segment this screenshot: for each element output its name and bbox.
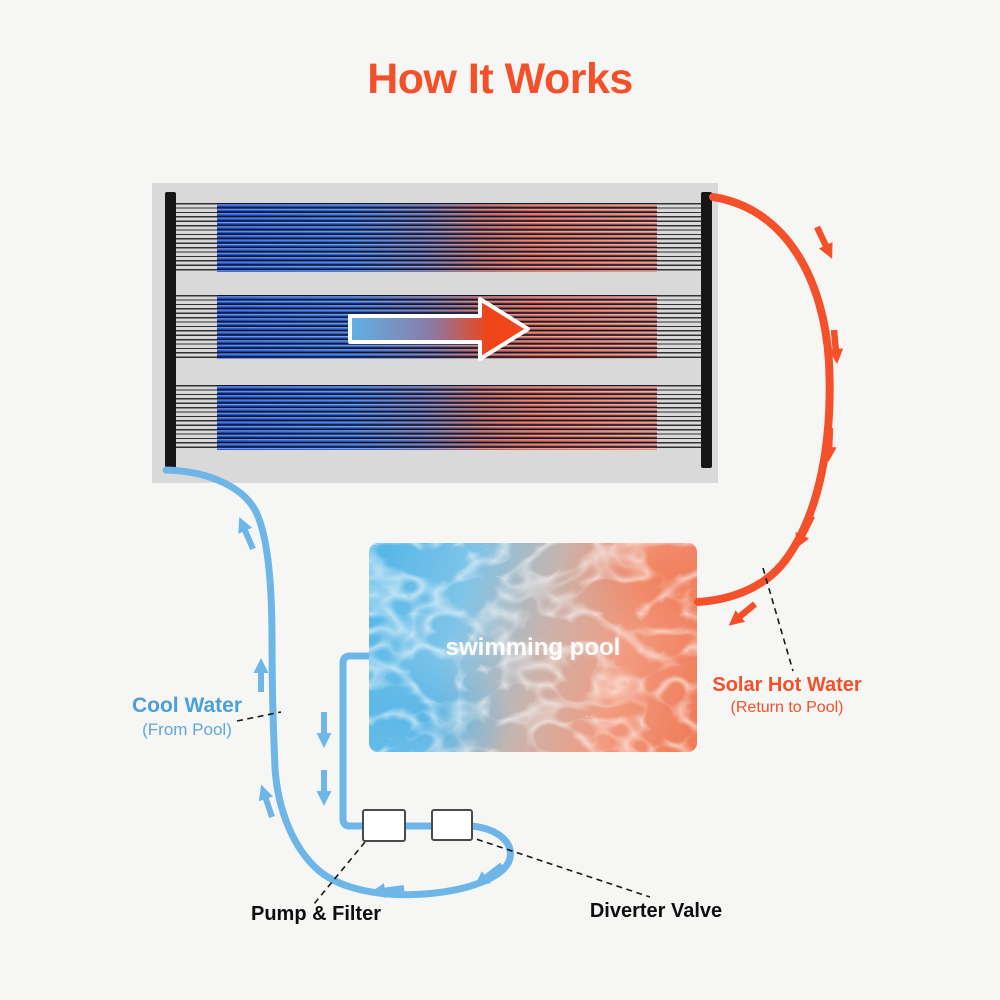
manifold-left [165, 192, 176, 468]
tube-row-3 [176, 385, 702, 450]
flow-arrow-left-icon [370, 883, 405, 899]
tube-row-2 [176, 295, 702, 359]
solar-hot-water-label: Solar Hot Water [712, 674, 862, 696]
tube-connectors-left [176, 203, 217, 272]
flow-arrow-down-icon [814, 225, 833, 259]
hot-flow-arrows [728, 225, 844, 626]
leader-pump-filter [313, 841, 366, 905]
tube-row-1 [176, 203, 702, 272]
pump-filter-label: Pump & Filter [250, 903, 382, 925]
leader-cool-water [236, 711, 282, 722]
diverter-valve-box [431, 809, 473, 841]
tube-connectors-left [176, 295, 217, 359]
solar-collector-panel [152, 183, 718, 483]
pump-filter-box [362, 809, 406, 842]
leader-solar-hot-water [762, 567, 794, 672]
flow-arrow-left-icon [474, 862, 504, 887]
cool-water-sublabel: (From Pool) [142, 720, 232, 739]
gradient-tubes [217, 385, 657, 450]
flow-arrow-down-icon [728, 601, 758, 626]
swimming-pool: swimming pool [369, 543, 697, 752]
tube-connectors-right [657, 385, 702, 450]
pool-label: swimming pool [445, 633, 621, 661]
tube-connectors-right [657, 203, 702, 272]
cool-water-label: Cool Water [131, 694, 243, 717]
flow-arrow-down-icon [828, 329, 844, 364]
gradient-tubes [217, 203, 657, 272]
tube-connectors-right [657, 295, 702, 359]
diverter-valve-label: Diverter Valve [589, 900, 723, 922]
flow-arrow-up-icon [238, 516, 256, 551]
page-title: How It Works [367, 55, 633, 103]
leader-diverter-valve [466, 835, 651, 898]
tube-connectors-left [176, 385, 217, 450]
flow-arrow-down-icon [821, 427, 837, 462]
flow-arrow-up-icon [258, 784, 275, 818]
solar-hot-water-sublabel: (Return to Pool) [730, 699, 844, 716]
manifold-right [701, 192, 712, 468]
gradient-tubes [217, 295, 657, 359]
flow-arrow-down-icon [795, 514, 815, 549]
